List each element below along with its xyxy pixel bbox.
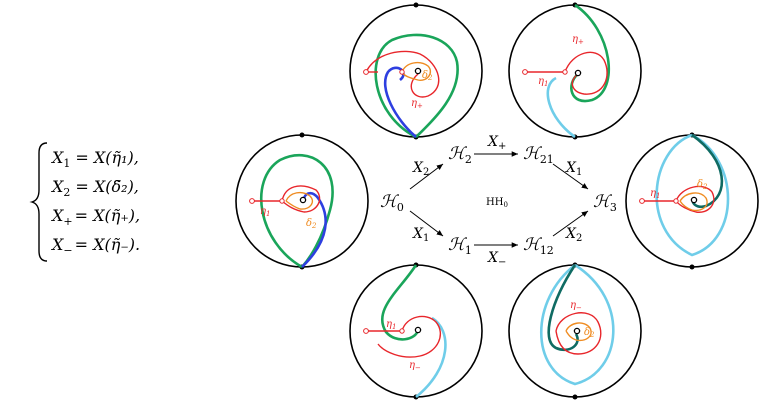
equation-3: X+= X(η̃₊), — [50, 206, 140, 228]
label-arrow-h21-h3: X1 — [565, 160, 582, 178]
label-arrow-h0-h1: X1 — [412, 226, 429, 244]
label-delta2-top1: δ2 — [422, 70, 433, 82]
arrow-h12-h3 — [552, 210, 589, 237]
node-h1: ℋ1 — [448, 235, 472, 257]
commutative-diagram: ℋ0 ℋ2 ℋ21 ℋ1 ℋ12 ℋ3 X2 X+ X1 X1 X− X2 HH… — [380, 134, 617, 268]
label-eta-minus-bottom1: η− — [409, 360, 421, 372]
label-delta2-left: δ2 — [306, 218, 317, 230]
node-h21: ℋ21 — [523, 144, 554, 166]
label-arrow-h1-h12: X− — [487, 250, 506, 268]
equation-4: X−= X(η̃₋). — [50, 235, 140, 257]
arrow-h0-h2 — [409, 163, 444, 190]
equation-1: X1= X(η̃₁), — [50, 148, 139, 170]
label-delta2-bottom2: δ2 — [584, 327, 595, 339]
disk-bottom-1: η1 η− — [349, 262, 483, 400]
label-eta1-left: η1 — [260, 206, 270, 218]
arrow-h21-h3 — [552, 163, 589, 190]
label-eta1-bottom1: η1 — [386, 319, 396, 331]
disk-left: η1 δ2 — [235, 132, 369, 270]
label-eta-plus-top2: η+ — [572, 34, 584, 46]
equation-system: X1= X(η̃₁), X2= X(δ̃₂), X+= X(η̃₊), X−= … — [29, 142, 140, 262]
label-arrow-h12-h3: X2 — [565, 226, 582, 244]
center-label-hh0: HH0 — [486, 197, 508, 209]
label-eta-plus-top1: η+ — [411, 98, 423, 110]
node-h3: ℋ3 — [593, 192, 617, 214]
label-eta1-top2: η1 — [538, 76, 548, 88]
disk-right: η1 δ2 — [625, 132, 759, 270]
label-eta-minus-bottom2: η− — [570, 300, 582, 312]
label-delta2-right: δ2 — [697, 179, 708, 191]
disk-bottom-2: η− δ2 — [508, 262, 642, 400]
disk-top-1: η+ δ2 — [349, 2, 483, 140]
label-arrow-h0-h2: X2 — [412, 160, 429, 178]
label-eta1-right: η1 — [650, 188, 660, 200]
arrow-h0-h1 — [409, 210, 444, 237]
node-h2: ℋ2 — [448, 144, 472, 166]
left-brace — [29, 142, 48, 262]
disk-top-2: η+ η1 — [508, 2, 642, 140]
equation-2: X2= X(δ̃₂), — [50, 177, 139, 199]
node-h12: ℋ12 — [523, 235, 554, 257]
label-arrow-h2-h21: X+ — [487, 134, 506, 152]
node-h0: ℋ0 — [380, 192, 404, 214]
